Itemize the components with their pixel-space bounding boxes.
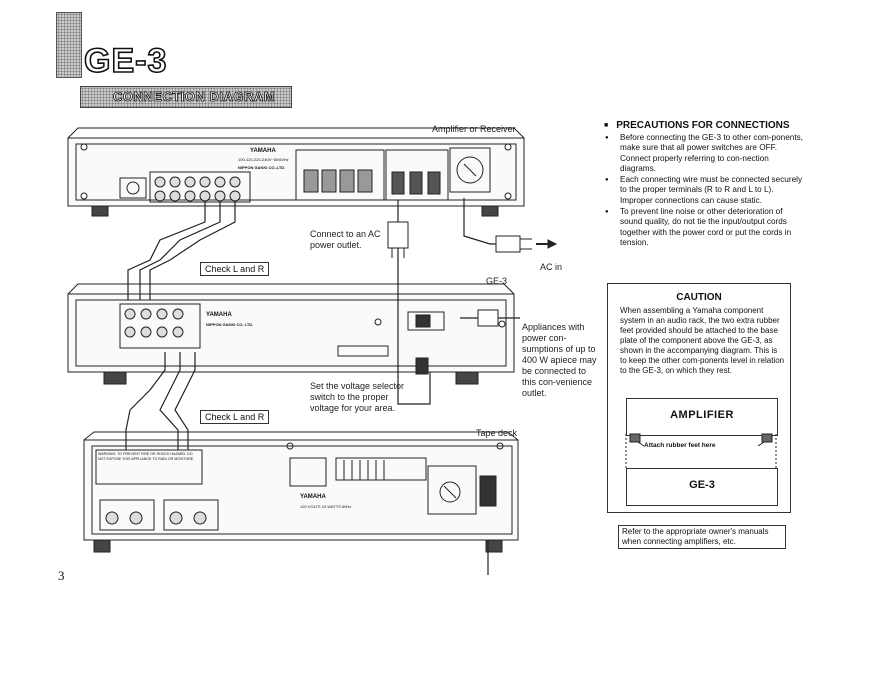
amplifier-label: Amplifier or Receiver — [432, 124, 516, 134]
precaution-item: To prevent line noise or other deteriora… — [604, 207, 804, 248]
precaution-item: Each connecting wire must be connected s… — [604, 175, 804, 206]
tape-warning-text: WARNING: TO PREVENT FIRE OR SHOCK HAZARD… — [98, 452, 195, 461]
caution-box: CAUTION When assembling a Yamaha compone… — [607, 283, 791, 513]
page-title: GE-3 — [83, 42, 168, 80]
tape-rating-text: 120 VOLTS 10 WATTS 60Hz — [300, 504, 352, 509]
check-lr-label: Check L and R — [200, 262, 270, 276]
amp-maker-text: NIPPON GAKKI CO.,LTD. — [238, 165, 286, 170]
rubber-feet-diagram — [625, 433, 777, 468]
cables — [125, 198, 520, 575]
rubber-feet-label: Attach rubber feet here — [644, 442, 716, 449]
section-title: CONNECTION DIAGRAM — [113, 89, 276, 105]
appliances-note: Appliances with power con-sumptions of u… — [522, 322, 597, 398]
precautions-title: PRECAUTIONS FOR CONNECTIONS — [604, 120, 804, 131]
caution-text: When assembling a Yamaha component syste… — [620, 306, 785, 375]
amplifier-box: AMPLIFIER — [626, 398, 778, 436]
voltage-note: Set the voltage selector switch to the p… — [310, 381, 405, 413]
title-decoration — [56, 12, 82, 78]
caution-title: CAUTION — [676, 292, 722, 303]
tape-deck-label: Tape deck — [476, 428, 518, 438]
ge3-unit — [67, 283, 515, 385]
tape-deck-unit — [83, 431, 519, 553]
precaution-item: Before connecting the GE-3 to other com-… — [604, 133, 804, 174]
ac-in-label: AC in — [540, 262, 563, 272]
connect-ac-note: Connect to an AC power outlet. — [310, 229, 381, 250]
check-lr-label-2: Check L and R — [200, 410, 270, 424]
amp-rating-text: 100-120-220-240V~50/60Hz — [238, 157, 289, 162]
ge3-brand-text: YAMAHA — [206, 312, 232, 318]
amp-brand-text: YAMAHA — [250, 148, 276, 154]
precautions-section: PRECAUTIONS FOR CONNECTIONS Before conne… — [604, 120, 804, 249]
amplifier-box-label: AMPLIFIER — [670, 409, 734, 421]
precautions-list: Before connecting the GE-3 to other com-… — [604, 133, 804, 248]
ge3-box: GE-3 — [626, 468, 778, 506]
ge3-maker-text: NIPPON GAKKI CO. LTD. — [206, 322, 254, 327]
refer-note: Refer to the appropriate owner's manuals… — [618, 525, 786, 549]
section-banner: CONNECTION DIAGRAM — [80, 86, 292, 108]
amplifier-unit — [67, 127, 525, 217]
tape-brand-text: YAMAHA — [300, 494, 326, 500]
page-number: 3 — [58, 568, 65, 583]
ge3-box-label: GE-3 — [689, 479, 715, 491]
ge3-label: GE-3 — [486, 276, 508, 286]
